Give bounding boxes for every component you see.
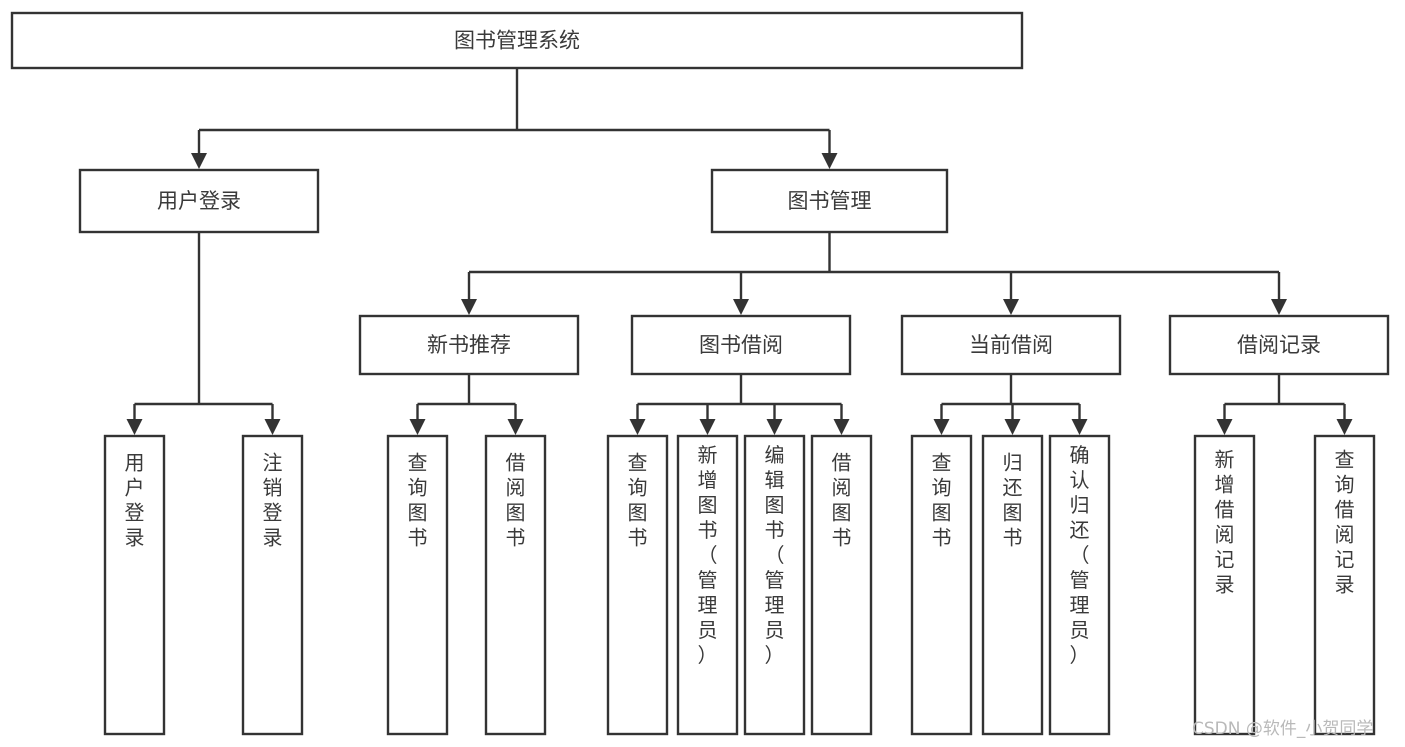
node-leaf-borrow-book-1[interactable]: 借阅图书	[484, 434, 547, 736]
node-leaf-borrow-book-2[interactable]: 借阅图书	[810, 434, 873, 736]
node-layer: 图书管理系统用户登录图书管理新书推荐图书借阅当前借阅借阅记录用户登录注销登录查询…	[10, 11, 1390, 736]
node-label: 当前借阅	[969, 333, 1053, 357]
node-label: 新增图书（管理员）	[698, 443, 718, 667]
node-leaf-add-record[interactable]: 新增借阅记录	[1193, 434, 1256, 736]
node-label: 借阅图书	[506, 450, 526, 549]
node-label: 新书推荐	[427, 333, 511, 357]
connector-group-new-book-rec-children	[409, 374, 524, 435]
node-label: 用户登录	[125, 450, 145, 549]
connector-group-root-children	[191, 68, 838, 169]
node-label: 注销登录	[263, 450, 283, 549]
node-label: 编辑图书（管理员）	[765, 443, 785, 667]
connector-group-user-login-children	[126, 232, 281, 435]
node-label: 图书借阅	[699, 333, 783, 357]
node-leaf-query-record[interactable]: 查询借阅记录	[1313, 434, 1376, 736]
node-leaf-logout[interactable]: 注销登录	[241, 434, 304, 736]
node-book-borrow[interactable]: 图书借阅	[630, 314, 852, 376]
node-leaf-add-book[interactable]: 新增图书（管理员）	[676, 434, 739, 736]
connector-group-current-borrow-children	[933, 374, 1088, 435]
node-label: 查询图书	[628, 450, 648, 549]
connector-group-book-manage-children	[461, 232, 1287, 315]
node-label: 归还图书	[1003, 450, 1023, 549]
node-book-manage[interactable]: 图书管理	[710, 168, 949, 234]
node-leaf-confirm-return[interactable]: 确认归还（管理员）	[1048, 434, 1111, 736]
node-leaf-return-book[interactable]: 归还图书	[981, 434, 1044, 736]
node-leaf-user-login[interactable]: 用户登录	[103, 434, 166, 736]
node-label: 图书管理系统	[454, 29, 580, 53]
node-leaf-query-book-1[interactable]: 查询图书	[386, 434, 449, 736]
node-leaf-query-book-3[interactable]: 查询图书	[910, 434, 973, 736]
node-current-borrow[interactable]: 当前借阅	[900, 314, 1122, 376]
connector-group-book-borrow-children	[629, 374, 850, 435]
node-label: 借阅记录	[1237, 333, 1321, 357]
connector-layer	[126, 68, 1353, 435]
node-leaf-edit-book[interactable]: 编辑图书（管理员）	[743, 434, 806, 736]
node-leaf-query-book-2[interactable]: 查询图书	[606, 434, 669, 736]
node-label: 图书管理	[788, 189, 872, 213]
node-label: 查询图书	[408, 450, 428, 549]
node-label: 确认归还（管理员）	[1070, 443, 1090, 667]
node-user-login[interactable]: 用户登录	[78, 168, 320, 234]
connector-group-borrow-record-children	[1216, 374, 1353, 435]
node-label: 借阅图书	[832, 450, 852, 549]
node-label: 查询图书	[932, 450, 952, 549]
node-root[interactable]: 图书管理系统	[10, 11, 1024, 70]
node-borrow-record[interactable]: 借阅记录	[1168, 314, 1390, 376]
node-label: 新增借阅记录	[1215, 447, 1235, 596]
node-label: 查询借阅记录	[1335, 447, 1355, 596]
node-label: 用户登录	[157, 189, 241, 213]
node-new-book-rec[interactable]: 新书推荐	[358, 314, 580, 376]
